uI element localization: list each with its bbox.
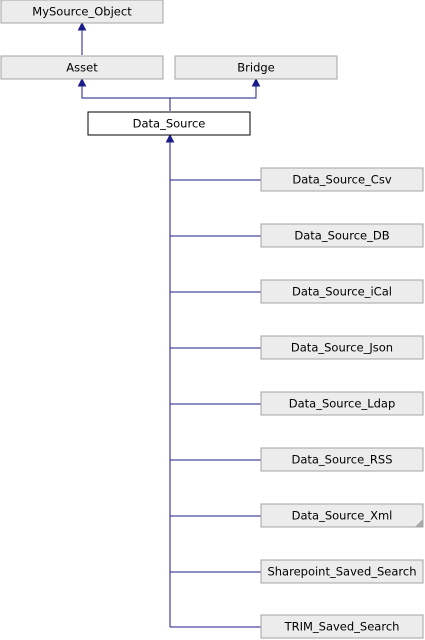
- arrowhead-bridge: [251, 77, 261, 87]
- node-sharepoint-saved-search[interactable]: Sharepoint_Saved_Search: [260, 559, 424, 584]
- node-data-source-db-label: Data_Source_DB: [294, 229, 389, 243]
- node-data-source: Data_Source: [87, 111, 251, 136]
- node-data-source-rss-label: Data_Source_RSS: [291, 453, 392, 467]
- node-data-source-csv[interactable]: Data_Source_Csv: [260, 167, 424, 192]
- node-asset-label: Asset: [66, 61, 98, 75]
- edges: [77, 21, 261, 628]
- node-asset[interactable]: Asset: [0, 55, 164, 80]
- node-data-source-json[interactable]: Data_Source_Json: [260, 335, 424, 360]
- node-trim-saved-search-label: TRIM_Saved_Search: [284, 620, 400, 634]
- node-data-source-rss[interactable]: Data_Source_RSS: [260, 447, 424, 472]
- node-data-source-ldap-label: Data_Source_Ldap: [289, 397, 396, 411]
- edge-data-source-to-asset: [81, 85, 171, 111]
- node-data-source-json-label: Data_Source_Json: [291, 341, 393, 355]
- node-data-source-db[interactable]: Data_Source_DB: [260, 223, 424, 248]
- node-data-source-ical-label: Data_Source_iCal: [292, 285, 392, 299]
- node-data-source-label: Data_Source: [133, 117, 206, 131]
- node-mysource-object-label: MySource_Object: [32, 5, 132, 19]
- node-data-source-ldap[interactable]: Data_Source_Ldap: [260, 391, 424, 416]
- node-data-source-xml[interactable]: Data_Source_Xml: [260, 503, 424, 528]
- node-bridge-label: Bridge: [237, 61, 275, 75]
- fold-corner-icon: [415, 519, 423, 527]
- arrowhead-data-source: [165, 133, 175, 143]
- node-data-source-ical[interactable]: Data_Source_iCal: [260, 279, 424, 304]
- arrowhead-mysource-object: [77, 21, 87, 31]
- node-mysource-object[interactable]: MySource_Object: [0, 0, 164, 24]
- node-trim-saved-search[interactable]: TRIM_Saved_Search: [260, 614, 424, 639]
- edge-data-source-to-bridge: [170, 85, 257, 99]
- node-bridge[interactable]: Bridge: [174, 55, 338, 80]
- arrowhead-asset: [77, 77, 87, 87]
- node-data-source-xml-label: Data_Source_Xml: [292, 509, 393, 523]
- node-data-source-csv-label: Data_Source_Csv: [292, 173, 391, 187]
- node-sharepoint-saved-search-label: Sharepoint_Saved_Search: [267, 565, 416, 579]
